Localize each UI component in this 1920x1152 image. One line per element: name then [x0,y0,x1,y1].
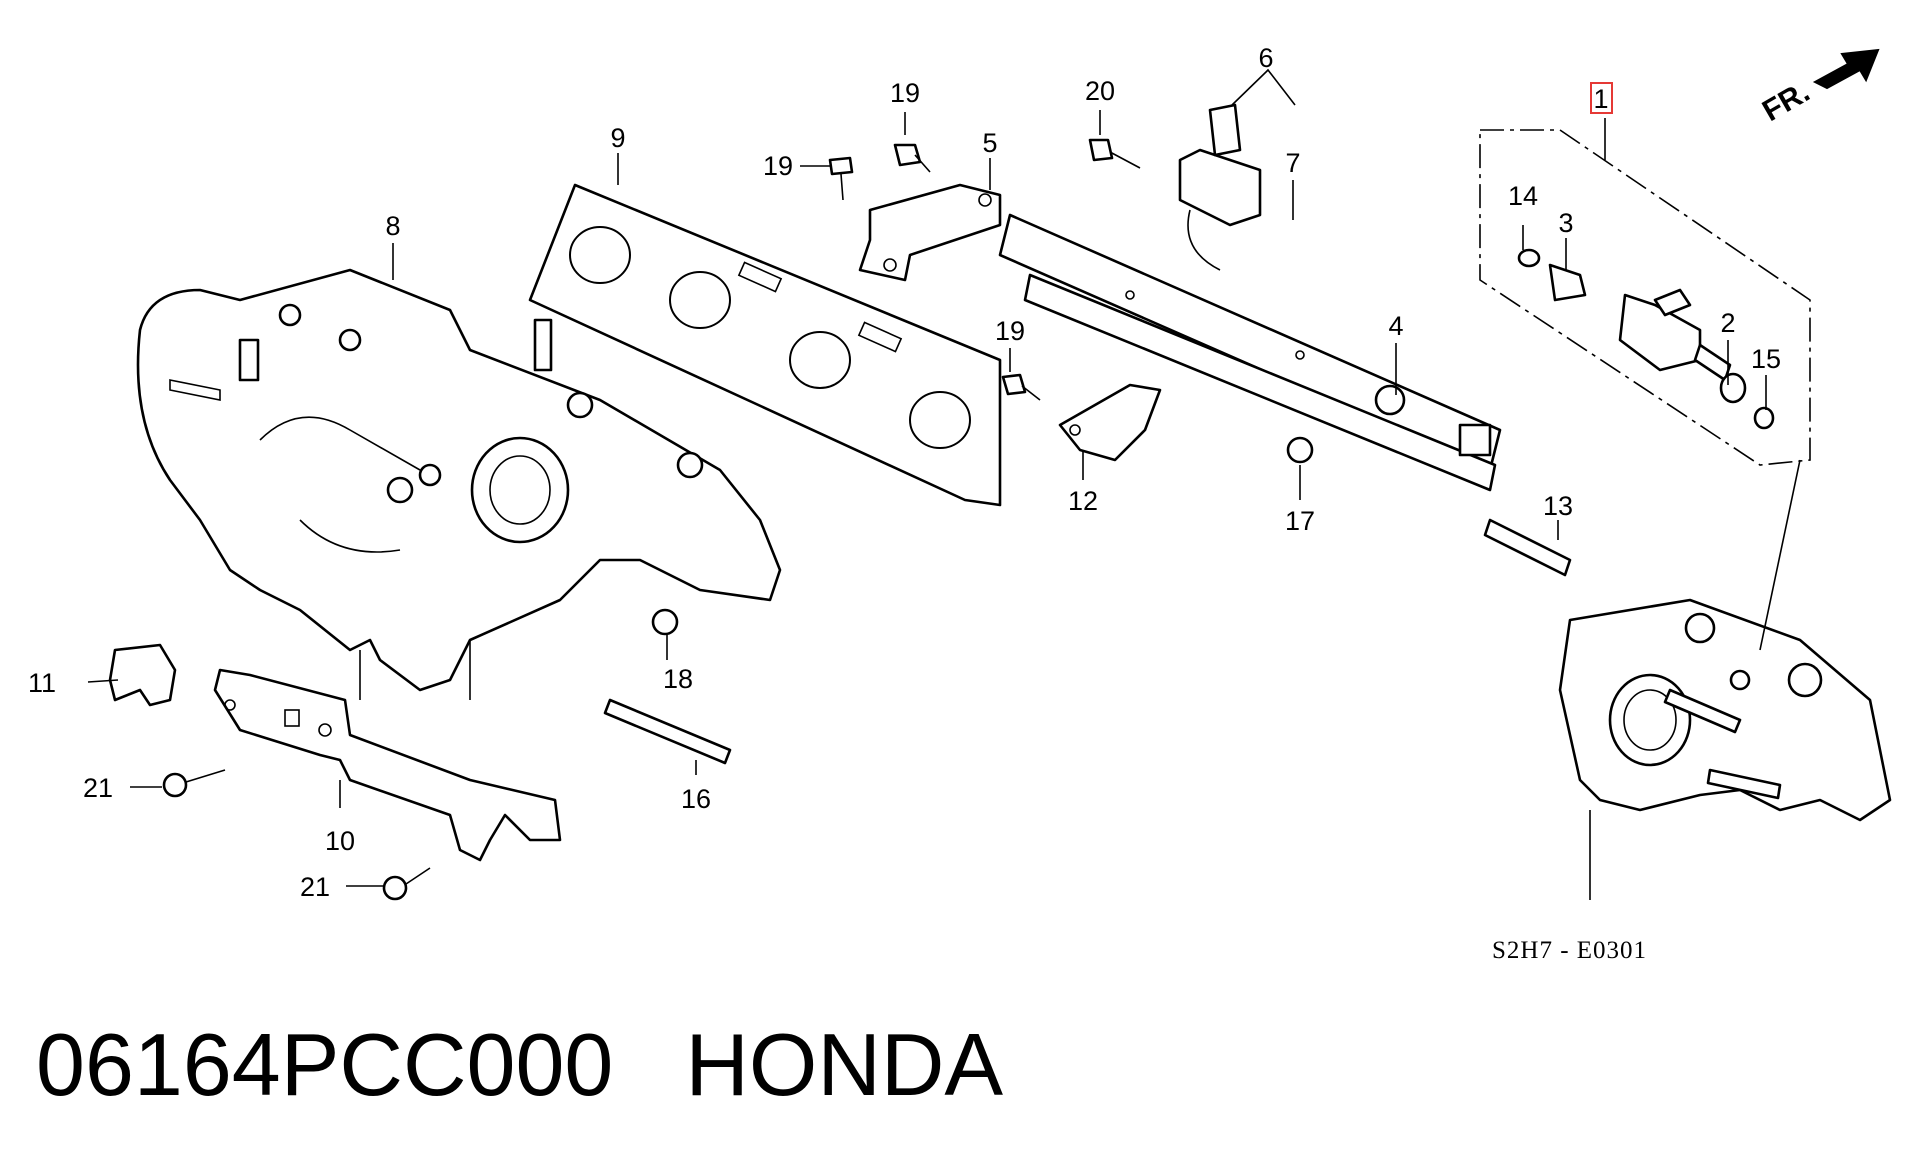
bracket-5 [858,183,1002,282]
bolt-13 [1483,518,1572,577]
bracket-12 [1058,383,1162,462]
callout-13: 13 [1543,491,1573,521]
callout-15: 15 [1751,344,1781,374]
throttle-mount-detail [1558,598,1892,900]
fuel-rail [998,213,1502,492]
parts-diagram: 1 2 3 4 5 6 7 8 9 10 11 12 13 14 15 16 1… [28,43,1892,964]
callout-8: 8 [385,211,400,241]
highlight-box [1590,82,1613,114]
callout-2: 2 [1720,308,1735,338]
callout-4: 4 [1388,311,1403,341]
callout-17: 17 [1285,506,1315,536]
callout-18: 18 [663,664,693,694]
callout-12: 12 [1068,486,1098,516]
front-direction-marker: FR. [1757,48,1880,128]
intake-manifold [136,268,782,700]
bolt-20 [1088,138,1141,169]
brand-name: HONDA [685,1015,1004,1114]
callout-21-a: 21 [83,773,113,803]
nut-17 [1286,436,1314,464]
manifold-bracket [213,668,562,862]
callout-19-b: 19 [763,151,793,181]
bolt-19-c [1001,373,1041,401]
callout-5: 5 [982,128,997,158]
callout-11: 11 [28,668,56,698]
bolt-19-b [893,143,931,173]
bolt-21-upper [162,769,226,798]
bolt-21-lower [382,867,431,901]
callout-20: 20 [1085,76,1115,106]
stud-16 [603,698,732,765]
intake-gasket [528,183,1002,507]
hose-clip [108,643,177,707]
callout-19-c: 19 [995,316,1025,346]
bolt-19-a [828,156,854,201]
part-caption: 06164PCC000 HONDA [36,1010,1003,1120]
callout-10: 10 [325,826,355,856]
leader-lines [87,68,1767,887]
callout-9: 9 [610,123,625,153]
front-arrow-icon [1812,48,1880,90]
injector-assembly [1479,129,1811,651]
pressure-regulator [1178,103,1262,271]
nut-18 [651,608,679,636]
front-label: FR. [1757,75,1815,128]
callout-6: 6 [1258,43,1273,73]
callout-labels: 1 2 3 4 5 6 7 8 9 10 11 12 13 14 15 16 1… [28,43,1781,902]
diagram-reference: S2H7 - E0301 [1492,937,1647,964]
callout-7: 7 [1285,148,1300,178]
callout-19-a: 19 [890,78,920,108]
callout-21-b: 21 [300,872,330,902]
callout-16: 16 [681,784,711,814]
callout-1: 1 [1593,84,1608,114]
callout-14: 14 [1508,181,1538,211]
part-number: 06164PCC000 [36,1015,614,1114]
callout-3: 3 [1558,208,1573,238]
